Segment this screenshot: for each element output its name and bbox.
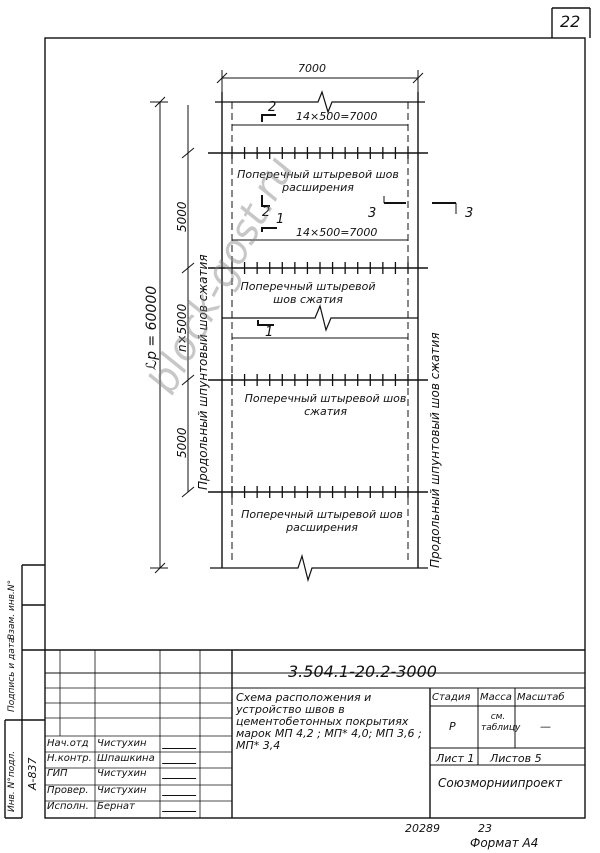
scale-header: Масштаб (517, 692, 565, 703)
role-name: Чистухин (97, 785, 147, 796)
longitudinal-joint-right-label: Продольный шпунтовый шов сжатия (428, 332, 442, 568)
role-label: Провер. (47, 785, 89, 796)
signature-mark (161, 787, 201, 796)
section-marker-3-left: 3 (368, 206, 377, 221)
signature-mark (161, 755, 201, 764)
section-marker-1-top: 1 (276, 212, 285, 227)
sheet-frame (44, 37, 586, 819)
label-compression-joint-1: Поперечный штыревой шов сжатия (240, 280, 376, 306)
span-dimension-mid: 14×500=7000 (296, 226, 378, 239)
sheet-number: 22 (560, 12, 581, 31)
footer-left-number: 20289 (405, 822, 440, 835)
footer-right-number: 23 (478, 822, 492, 835)
dim-5000-top: 5000 (175, 201, 189, 232)
vzam-label: Взам. инв.N° (7, 579, 17, 640)
label-compression-joint-2: Поперечный штыревой шов сжатия (244, 392, 407, 418)
role-label: Нач.отд (47, 738, 89, 749)
format-label: Формат А4 (470, 836, 539, 850)
role-name: Чистухин (97, 738, 147, 749)
dim-5000-bottom: 5000 (175, 427, 189, 458)
role-name: Чистухин (97, 768, 147, 779)
signature-mark (161, 803, 201, 812)
mass-value: см. таблицу (481, 712, 521, 733)
section-marker-2-top: 2 (268, 100, 277, 115)
role-name: Шпашкина (97, 753, 155, 764)
inv-number: А-837 (26, 757, 39, 791)
sheet-label: Лист 1 (436, 752, 475, 765)
inv-podl-label: Инв. N°подл. (7, 750, 17, 812)
role-label: Н.контр. (47, 753, 92, 764)
signature-date-label: Подпись и дата (7, 637, 17, 712)
section-marker-3-right: 3 (465, 206, 474, 221)
top-width-dimension: 7000 (298, 62, 326, 75)
signature-mark (161, 740, 201, 749)
section-marker-1-bottom: 1 (265, 325, 274, 340)
sheets-label: Листов 5 (490, 752, 542, 765)
role-name: Бернат (97, 801, 135, 812)
scale-value: — (540, 720, 551, 733)
drawing-code: 3.504.1-20.2-3000 (288, 662, 437, 681)
organization: Союзморниипроект (438, 776, 563, 790)
mass-header: Масса (480, 692, 512, 703)
stage-value: Р (449, 720, 456, 733)
drawing-title: Схема расположения и устройство швов в ц… (236, 691, 422, 752)
signature-mark (161, 770, 201, 779)
stage-header: Стадия (432, 692, 471, 703)
label-expansion-joint-bottom: Поперечный штыревой шов расширения (241, 508, 403, 534)
span-dimension-top: 14×500=7000 (296, 110, 378, 123)
role-label: ГИП (47, 768, 68, 779)
label-expansion-joint-top: Поперечный штыревой шов расширения (237, 168, 399, 194)
role-label: Исполн. (47, 801, 89, 812)
section-marker-2-bottom: 2 (262, 205, 271, 220)
